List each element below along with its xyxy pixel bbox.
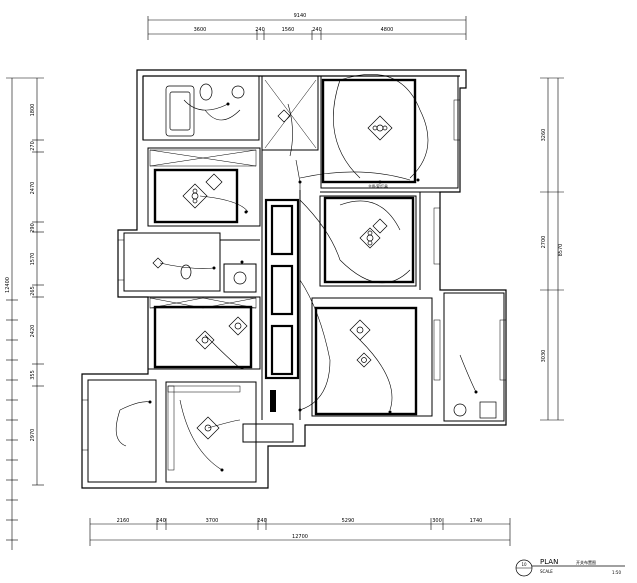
plan-label: PLAN	[540, 558, 558, 566]
bottom-dim-4: 240	[257, 518, 267, 524]
light-fixture-large-room	[349, 319, 371, 341]
light-fixture-mid-right	[359, 227, 381, 249]
top-dim-5: 4800	[381, 27, 394, 33]
light-fixture-lower-left	[195, 330, 215, 350]
left-dimension-chain	[6, 77, 44, 550]
left-total-dim: 12400	[5, 277, 11, 293]
wardrobe-block	[270, 390, 276, 412]
bottom-dim-5: 5290	[342, 518, 355, 524]
left-dim-5: 1570	[30, 253, 36, 266]
light-fixture-large-room-b	[356, 352, 372, 368]
appliance	[479, 401, 497, 419]
scale-value: 1:50	[612, 570, 621, 575]
sink-1	[231, 85, 245, 99]
bathtub	[165, 85, 195, 137]
light-fixture-lower-left-b	[228, 316, 248, 336]
bed-frames	[153, 78, 418, 416]
right-dim-2: 2700	[541, 236, 547, 249]
title-block	[515, 559, 625, 577]
light-fixture-mid-right-b	[372, 218, 388, 234]
switch-wiring	[115, 73, 477, 471]
bottom-dim-7: 1740	[470, 518, 483, 524]
bathroom-fixtures	[165, 83, 497, 419]
top-total-dim: 9140	[294, 13, 307, 19]
bottom-total-dim: 12700	[292, 534, 308, 540]
switch-markers	[148, 102, 478, 472]
top-dim-4: 240	[312, 27, 322, 33]
light-fixture-upper-left-b	[205, 173, 223, 191]
bottom-dimension-chain	[89, 518, 511, 546]
left-dim-8: 355	[30, 370, 36, 380]
toilet-2	[180, 264, 192, 280]
left-dim-2: 270	[30, 141, 36, 151]
bottom-dim-3: 3700	[206, 518, 219, 524]
right-dim-1: 3260	[541, 129, 547, 142]
exterior-walls	[81, 69, 507, 489]
left-dim-1: 1800	[30, 104, 36, 117]
ceiling-lights	[152, 109, 393, 440]
left-dim-7: 2420	[30, 325, 36, 338]
right-total-dim: 8570	[558, 244, 564, 257]
bedroom-annotation: 主卧室灯具	[368, 183, 388, 189]
right-dimension-chain	[540, 77, 564, 421]
top-dim-2: 240	[255, 27, 265, 33]
bottom-dim-2: 240	[156, 518, 166, 524]
top-dimension-chain	[147, 16, 467, 40]
scale-label: SCALE	[540, 569, 553, 574]
drawing-title: 开关布置图	[576, 559, 596, 565]
light-fixture-bath	[152, 257, 164, 269]
top-dim-1: 3600	[194, 27, 207, 33]
interior-walls	[87, 75, 505, 483]
light-fixture-small-bath	[277, 109, 291, 123]
top-dim-3: 1560	[282, 27, 295, 33]
left-dim-6: 265	[30, 286, 36, 296]
sink-2	[233, 271, 247, 285]
right-dim-3: 3030	[541, 350, 547, 363]
toilet-1	[199, 83, 213, 101]
windows	[81, 99, 507, 451]
left-dim-4: 290	[30, 223, 36, 233]
left-dim-9: 2970	[30, 429, 36, 442]
light-fixture-master	[367, 115, 393, 141]
light-fixture-upper-left	[182, 183, 208, 209]
corridor-cabinets	[264, 198, 300, 380]
light-fixture-study	[196, 416, 220, 440]
drawing-number: 10	[521, 562, 527, 567]
left-dim-3: 2470	[30, 182, 36, 195]
bottom-dim-6: 300	[432, 518, 442, 524]
bottom-dim-1: 2160	[117, 518, 130, 524]
washer	[453, 403, 467, 417]
